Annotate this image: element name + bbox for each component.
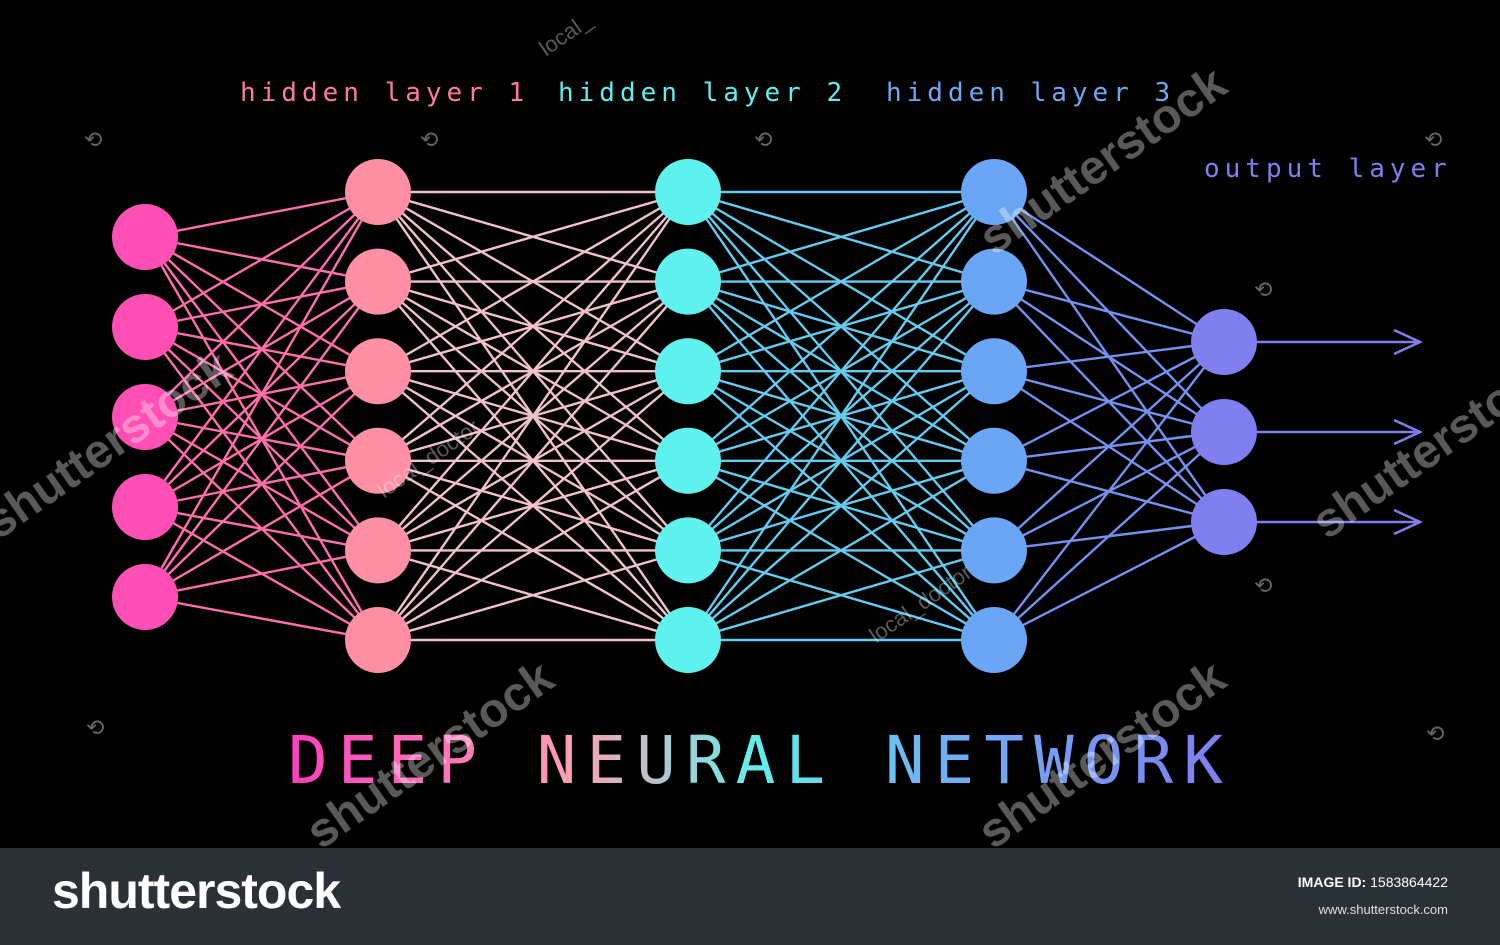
connection-line [687,190,995,373]
connection-line [144,549,379,599]
connection-line [377,190,689,283]
neuron-node [1191,399,1257,465]
watermark-mark-icon: ⟲ [1254,278,1273,303]
connection-line [687,370,995,641]
neuron-node [655,607,721,673]
connection-line [144,191,379,508]
diagram-canvas [112,159,1500,673]
neuron-node [655,427,721,494]
neuron-node [961,248,1027,315]
hidden-layer-1-label: hidden layer 1 [240,78,530,108]
image-id: IMAGE ID: 1583864422 [1298,874,1448,890]
connection-line [993,341,1225,552]
neuron-node [655,517,721,584]
connection-line [993,340,1225,373]
connection-line [144,459,379,599]
neuron-node [345,427,411,494]
connection-line [144,595,379,642]
connection-line [377,459,689,642]
connection-line [144,190,379,239]
neuron-node [345,607,411,673]
neuron-node [655,248,721,315]
connection-line [143,191,380,598]
hidden-layer-2-label: hidden layer 2 [558,78,848,108]
connection-line [377,280,689,641]
neuron-node [112,294,178,360]
connection-line [993,190,1225,344]
neuron-node [961,427,1027,494]
connection-line [687,459,995,642]
neuron-node [961,338,1027,405]
output-arrows-group [1253,342,1420,522]
connection-line [687,280,995,641]
connection-line [144,191,379,418]
neuron-node [112,204,178,270]
neuron-node [1191,489,1257,555]
watermark-mark-icon: ⟲ [1426,722,1445,747]
footer-logo[interactable]: shutterstock [52,863,341,919]
footer-bar: shutterstock IMAGE ID: 1583864422 www.sh… [0,848,1500,945]
watermark-mark-icon: ⟲ [754,128,773,153]
neuron-node [961,607,1027,673]
connection-line [687,191,995,462]
neuron-node [961,159,1027,225]
connection-line [993,431,1225,641]
diagram-title: DEEP NEURAL NETWORK [288,722,1233,799]
watermark-mark-icon: ⟲ [1254,574,1273,599]
neuron-node [112,384,178,450]
hidden-layer-3-label: hidden layer 3 [886,78,1176,108]
output-layer-label: output layer [1204,154,1452,184]
connection-line [144,190,379,329]
connection-line [993,520,1225,642]
connection-line [687,190,995,283]
neuron-node [345,517,411,584]
connection-line [144,280,379,598]
connection-line [377,191,689,552]
connection-line [687,549,995,642]
connection-line [377,191,689,462]
connection-line [377,370,689,641]
neuron-node [112,474,178,540]
connection-line [993,340,1225,462]
neural-network-diagram [112,159,1500,673]
connection-line [144,370,379,598]
neuron-node [112,564,178,630]
connection-line [993,280,1225,344]
connection-line [993,341,1225,641]
neuron-node [655,338,721,405]
watermark-mark-icon: ⟲ [1424,128,1443,153]
connection-line [377,191,689,641]
neuron-node [345,338,411,405]
image-id-label: IMAGE ID: [1297,874,1367,890]
footer-url[interactable]: www.shutterstock.com [1318,902,1448,917]
connection-line [377,549,689,642]
connection-line [687,191,995,641]
neuron-node [345,159,411,225]
watermark-mark-icon: ⟲ [86,716,105,741]
neuron-node [961,517,1027,584]
neuron-node [345,248,411,315]
connection-line [687,191,995,552]
watermark-mark-icon: ⟲ [420,128,439,153]
image-id-value: 1583864422 [1370,874,1448,890]
neuron-node [655,159,721,225]
neuron-node [1191,309,1257,375]
connections-group [143,190,1225,642]
connection-line [377,190,689,373]
watermark-mark-icon: ⟲ [84,128,103,153]
neurons-group [112,159,1257,673]
